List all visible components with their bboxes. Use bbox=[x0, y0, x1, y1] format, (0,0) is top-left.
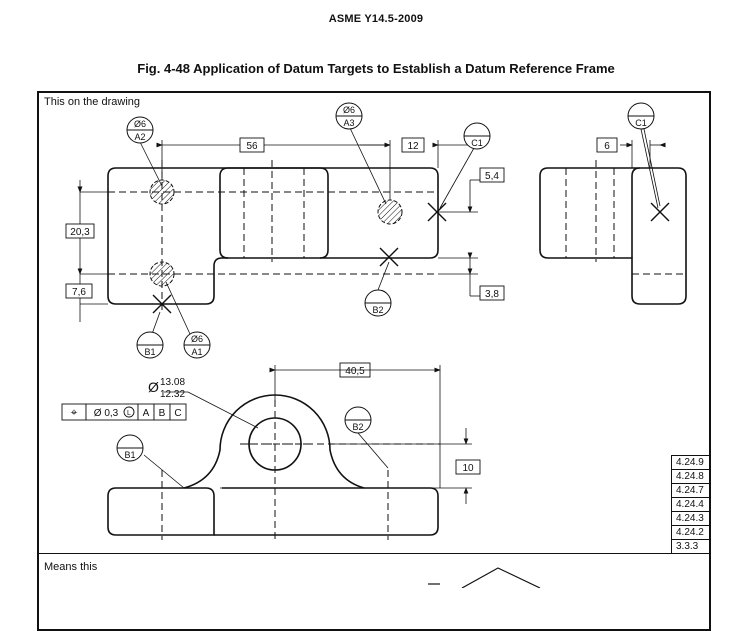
ref-item: 4.24.7 bbox=[672, 484, 710, 498]
target-symbols bbox=[116, 102, 655, 462]
a2-id: A2 bbox=[134, 132, 145, 142]
dim-40-5: 40,5 bbox=[345, 366, 365, 377]
bottom-panel-caption: Means this bbox=[44, 561, 98, 573]
datum-target-areas bbox=[149, 179, 403, 287]
reference-paragraphs: 4.24.9 4.24.8 4.24.7 4.24.4 4.24.3 4.24.… bbox=[671, 455, 710, 554]
hole-size-callout: Ø 13.08 12.32 bbox=[148, 377, 185, 400]
hole-diameter-symbol: Ø bbox=[148, 379, 159, 395]
a1-size: Ø6 bbox=[191, 334, 203, 344]
ref-item: 4.24.9 bbox=[672, 456, 710, 470]
feature-control-frame bbox=[61, 403, 187, 421]
ref-item: 4.24.4 bbox=[672, 498, 710, 512]
ref-item: 4.24.3 bbox=[672, 512, 710, 526]
standard-header: ASME Y14.5-2009 bbox=[328, 13, 424, 25]
target-labels: Ø6 A2 Ø6 A3 C1 C1 B1 Ø6 A1 B2 B2 B1 bbox=[124, 105, 646, 460]
a3-id: A3 bbox=[343, 118, 354, 128]
leader-lines bbox=[139, 127, 475, 335]
dim-3-8: 3,8 bbox=[485, 289, 499, 300]
a1-id: A1 bbox=[191, 347, 202, 357]
dim-5-4: 5,4 bbox=[485, 171, 499, 182]
dim-10: 10 bbox=[462, 463, 474, 474]
b1-lower-id: B1 bbox=[124, 450, 135, 460]
side-view bbox=[539, 167, 687, 305]
panel-divider bbox=[37, 553, 711, 554]
ref-item: 4.24.8 bbox=[672, 470, 710, 484]
b2-id: B2 bbox=[372, 305, 383, 315]
engineering-drawing: Ø6 A2 Ø6 A3 C1 C1 B1 Ø6 A1 B2 B2 B1 56 1… bbox=[61, 102, 687, 588]
dim-20-3: 20,3 bbox=[70, 227, 90, 238]
datum-secondary: B bbox=[159, 408, 166, 419]
target-area-a2 bbox=[149, 179, 175, 205]
dim-56: 56 bbox=[246, 141, 258, 152]
dimension-boxes bbox=[65, 137, 618, 475]
hole-upper-limit: 13.08 bbox=[160, 377, 185, 388]
front-view bbox=[107, 167, 439, 305]
ref-item: 3.3.3 bbox=[676, 541, 699, 552]
position-symbol: ⌖ bbox=[71, 405, 78, 419]
c1-side-id: C1 bbox=[635, 118, 647, 128]
ref-item: 4.24.2 bbox=[672, 526, 710, 540]
target-area-a3 bbox=[377, 199, 403, 225]
b2-lower-id: B2 bbox=[352, 422, 363, 432]
datum-primary: A bbox=[143, 408, 150, 419]
b1-id: B1 bbox=[144, 347, 155, 357]
dim-12: 12 bbox=[407, 141, 419, 152]
top-panel-caption: This on the drawing bbox=[44, 96, 140, 108]
dim-7-6: 7,6 bbox=[72, 287, 86, 298]
target-points bbox=[152, 202, 670, 314]
hole-lower-limit: 12.32 bbox=[160, 389, 185, 400]
position-tolerance: Ø 0,3 bbox=[94, 408, 119, 419]
lmc-modifier: L bbox=[127, 410, 131, 417]
c1-id: C1 bbox=[471, 138, 483, 148]
a2-size: Ø6 bbox=[134, 119, 146, 129]
datum-tertiary: C bbox=[174, 408, 181, 419]
dim-6: 6 bbox=[604, 141, 610, 152]
figure-title: Fig. 4-48 Application of Datum Targets t… bbox=[137, 61, 615, 76]
target-area-a1 bbox=[149, 261, 175, 287]
means-this-preview bbox=[428, 567, 541, 588]
a3-size: Ø6 bbox=[343, 105, 355, 115]
